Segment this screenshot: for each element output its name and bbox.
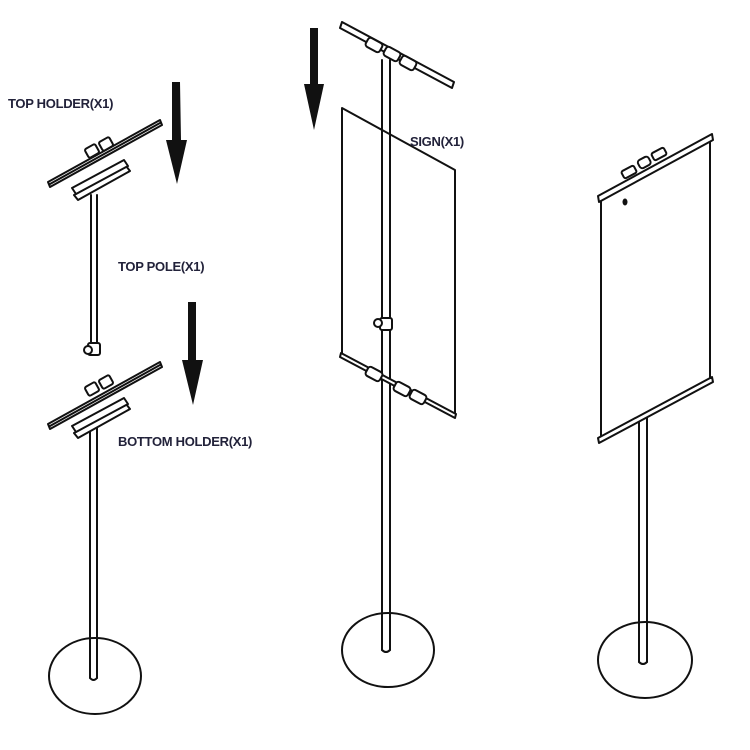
base-plate-2 xyxy=(341,612,435,688)
bottom-holder-label: BOTTOM HOLDER(X1) xyxy=(118,434,253,449)
arrow-down-icon xyxy=(182,302,203,405)
step-2-stand xyxy=(339,21,457,688)
sign-label: SIGN(X1) xyxy=(410,134,464,149)
base-plate-1 xyxy=(48,637,142,715)
base-plate-3 xyxy=(597,621,693,699)
step-3-stand xyxy=(597,133,714,699)
arrow-down-icon xyxy=(166,82,187,184)
top-holder-label: TOP HOLDER(X1) xyxy=(8,96,114,111)
step-1-stand xyxy=(47,119,163,715)
bottom-holder-part xyxy=(47,361,163,439)
top-holder-part xyxy=(47,119,163,201)
top-pole-label: TOP POLE(X1) xyxy=(118,259,205,274)
arrow-down-icon xyxy=(304,28,324,130)
